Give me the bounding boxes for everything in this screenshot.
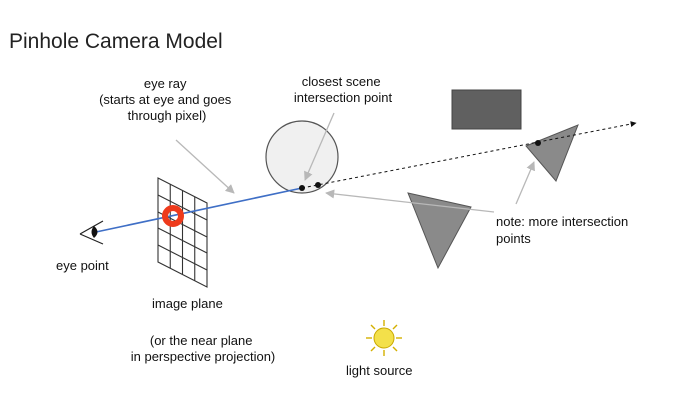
eye-ray-line <box>95 187 303 233</box>
eye-ray-label: eye ray (starts at eye and goes through … <box>99 76 235 123</box>
light-source-label: light source <box>346 363 412 378</box>
image-plane-grid <box>157 177 208 288</box>
eye-ray-annotation-arrow <box>175 139 235 194</box>
intersection-point <box>299 185 305 191</box>
note-label: note: more intersection points <box>496 214 632 246</box>
closest-annotation-arrow <box>304 112 335 181</box>
note-annotation-arrow <box>325 189 495 213</box>
scene-rectangle <box>451 89 522 130</box>
scene-sphere <box>265 120 339 194</box>
intersection-point <box>315 182 321 188</box>
near-plane-label: (or the near plane in perspective projec… <box>131 333 276 364</box>
scene-triangle-large <box>407 192 472 270</box>
ray-continuation-dashed <box>301 121 637 189</box>
sun-icon <box>366 320 402 356</box>
closest-intersection-label: closest scene intersection point <box>294 74 393 105</box>
note-annotation-arrow <box>515 161 535 205</box>
image-plane-label: image plane <box>152 296 223 311</box>
scene-triangle-small <box>525 124 579 182</box>
pixel-highlight-ring <box>162 205 184 227</box>
diagram-title: Pinhole Camera Model <box>9 30 223 53</box>
eye-icon <box>79 220 104 245</box>
eye-point-label: eye point <box>56 258 109 273</box>
intersection-point <box>535 140 541 146</box>
